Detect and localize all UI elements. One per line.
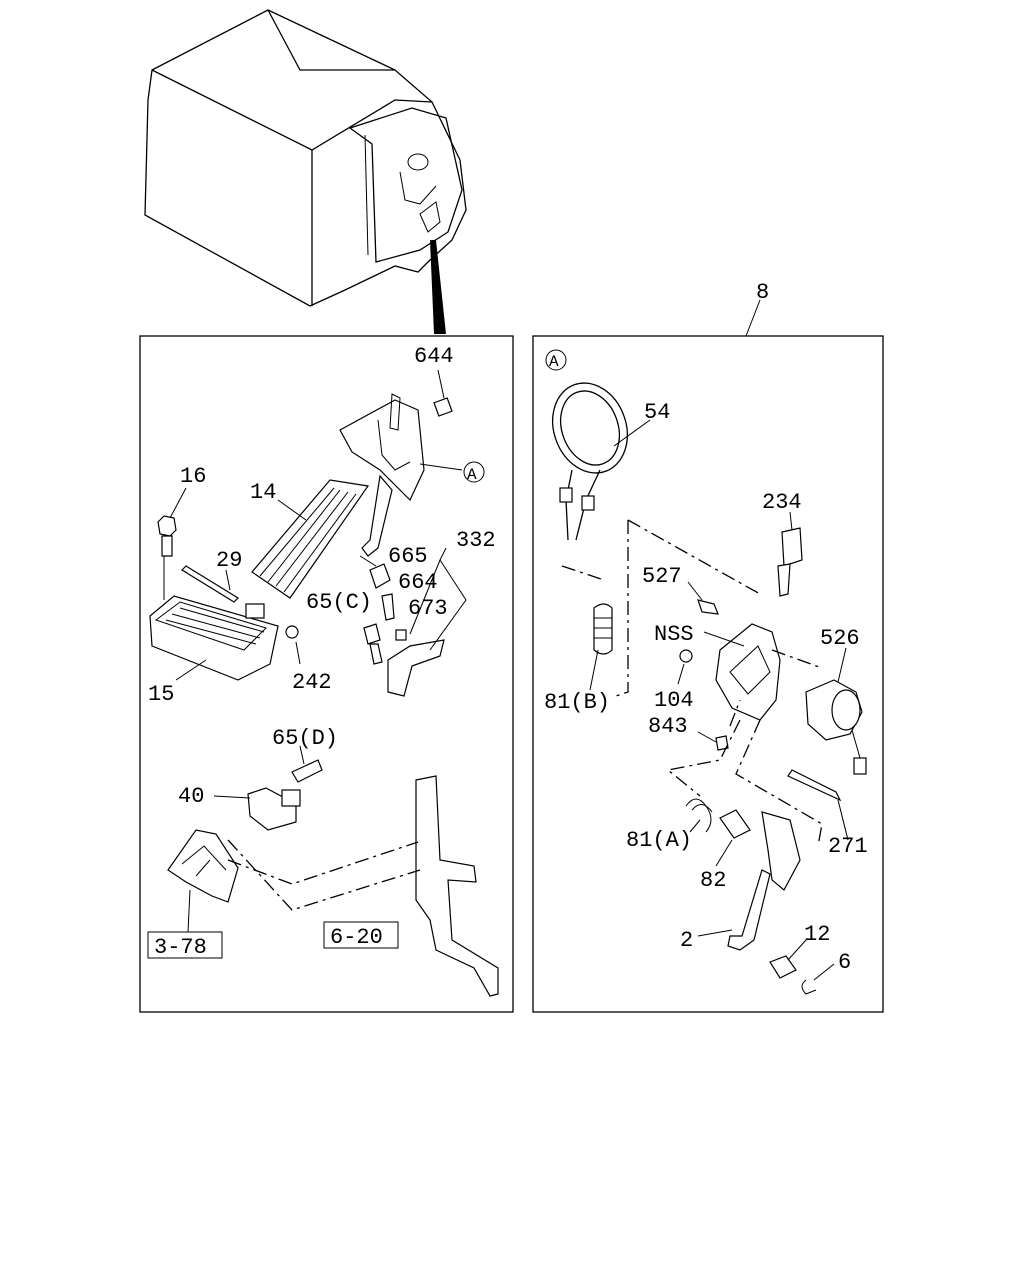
left-panel-frame xyxy=(139,335,514,1013)
callout-29: 29 xyxy=(216,548,242,573)
callout-40: 40 xyxy=(178,784,204,809)
screw-65c xyxy=(363,623,383,665)
clip-6 xyxy=(801,979,817,995)
callout-82: 82 xyxy=(700,868,726,893)
callout-644: 644 xyxy=(414,344,454,369)
right-leaders xyxy=(589,419,849,981)
svg-text:A: A xyxy=(549,353,559,371)
assembly-lines xyxy=(561,519,823,847)
bolt-527 xyxy=(697,599,719,615)
callout-664: 664 xyxy=(398,570,438,595)
callout-16: 16 xyxy=(180,464,206,489)
marker-8-leader xyxy=(745,299,761,337)
callout-8: 8 xyxy=(756,280,769,305)
callout-332: 332 xyxy=(456,528,496,553)
spring-81a xyxy=(685,798,713,833)
callout-665: 665 xyxy=(388,544,428,569)
reference-3-78: 3-78 xyxy=(147,931,223,960)
bracket-40 xyxy=(247,787,301,831)
svg-text:6-20: 6-20 xyxy=(330,925,383,950)
mount-3-78 xyxy=(167,829,239,903)
callout-6: 6 xyxy=(838,950,851,975)
right-panel-frame xyxy=(532,335,884,1013)
sensor-526 xyxy=(805,679,867,775)
callout-527: 527 xyxy=(642,564,682,589)
callout-65d: 65(D) xyxy=(272,726,338,751)
callout-673: 673 xyxy=(408,596,448,621)
detail-a-right-marker: A xyxy=(545,349,567,371)
pin-843 xyxy=(715,735,729,751)
pedal-arm-2 xyxy=(727,811,801,951)
bushing-82 xyxy=(719,809,751,839)
callout-81b: 81(B) xyxy=(544,690,610,715)
reference-6-20: 6-20 xyxy=(323,921,399,950)
callout-843: 843 xyxy=(648,714,688,739)
left-lower-leaders xyxy=(187,745,305,933)
sensor-bracket-nss xyxy=(715,623,781,721)
callout-242: 242 xyxy=(292,670,332,695)
pin-271 xyxy=(787,769,842,802)
washer-242 xyxy=(285,625,299,639)
detail-a-left-marker: A xyxy=(463,461,485,484)
connector-234 xyxy=(777,527,803,597)
callout-nss: NSS xyxy=(654,622,694,647)
callout-65c: 65(C) xyxy=(306,590,372,615)
svg-text:3-78: 3-78 xyxy=(154,935,207,960)
stopper-665 xyxy=(369,563,391,589)
cab-outline xyxy=(144,9,467,307)
callout-81a: 81(A) xyxy=(626,828,692,853)
frame-6-20 xyxy=(415,775,499,997)
pedal-bracket-assembly xyxy=(339,393,453,557)
callout-271: 271 xyxy=(828,834,868,859)
callout-14: 14 xyxy=(250,480,276,505)
bolt-65d xyxy=(291,759,323,783)
floor-plate-15 xyxy=(149,595,279,681)
bracket-332 xyxy=(387,639,445,697)
callout-234: 234 xyxy=(762,490,802,515)
callout-2: 2 xyxy=(680,928,693,953)
callout-104: 104 xyxy=(654,688,694,713)
washer-104 xyxy=(679,649,693,663)
cable-route xyxy=(227,839,421,911)
bushing-12 xyxy=(769,955,797,979)
callout-526: 526 xyxy=(820,626,860,651)
nut-673 xyxy=(395,629,407,641)
svg-text:A: A xyxy=(467,466,477,484)
spring-81b xyxy=(593,603,613,655)
callout-54: 54 xyxy=(644,400,670,425)
callout-15: 15 xyxy=(148,682,174,707)
pin-29 xyxy=(181,565,239,603)
detail-arrow xyxy=(430,240,446,334)
accelerator-pedal xyxy=(251,479,370,599)
callout-12: 12 xyxy=(804,922,830,947)
bolt-664 xyxy=(381,593,395,621)
cable-54 xyxy=(552,382,628,541)
left-leaders xyxy=(163,369,467,681)
bolt-16 xyxy=(157,515,177,557)
